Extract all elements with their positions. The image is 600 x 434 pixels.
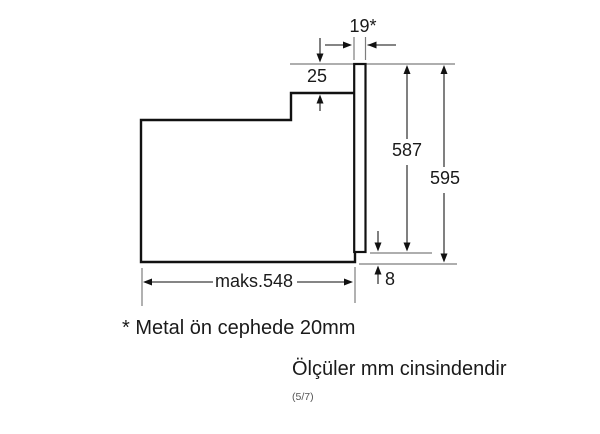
dimension-shafts (145, 38, 445, 284)
page-indicator: (5/7) (292, 391, 314, 403)
arrowheads (143, 41, 448, 286)
dim-label-total-height: 595 (427, 168, 463, 189)
total-height-arrow-top (440, 65, 448, 74)
oven-body-outline (139, 91, 357, 264)
dim-label-front-width: 19* (347, 16, 379, 37)
reference-lines (141, 34, 457, 306)
dim-label-bottom-offset: 8 (383, 269, 398, 290)
depth-arrow-left (143, 278, 152, 286)
step-arrow-up (316, 94, 324, 104)
dim-label-panel-height: 587 (389, 140, 425, 161)
step-arrow-down (316, 53, 324, 63)
panel-height-arrow-top (403, 65, 411, 74)
total-height-arrow-bottom (440, 253, 448, 263)
front-width-arrow-left (343, 41, 352, 49)
front-width-arrow-right (367, 41, 377, 49)
units-note: Ölçüler mm cinsindendir (292, 358, 507, 380)
dim-label-step-height: 25 (304, 66, 330, 87)
depth-arrow-right (344, 278, 353, 286)
bottom-offset-arrow-up (374, 265, 382, 275)
front-panel-strip (353, 62, 367, 254)
dim-label-max-depth: maks.548 (212, 271, 296, 292)
panel-height-arrow-bottom (403, 242, 411, 252)
bottom-offset-arrow-down (374, 242, 382, 252)
footnote-metal-front: * Metal ön cephede 20mm (122, 317, 356, 339)
